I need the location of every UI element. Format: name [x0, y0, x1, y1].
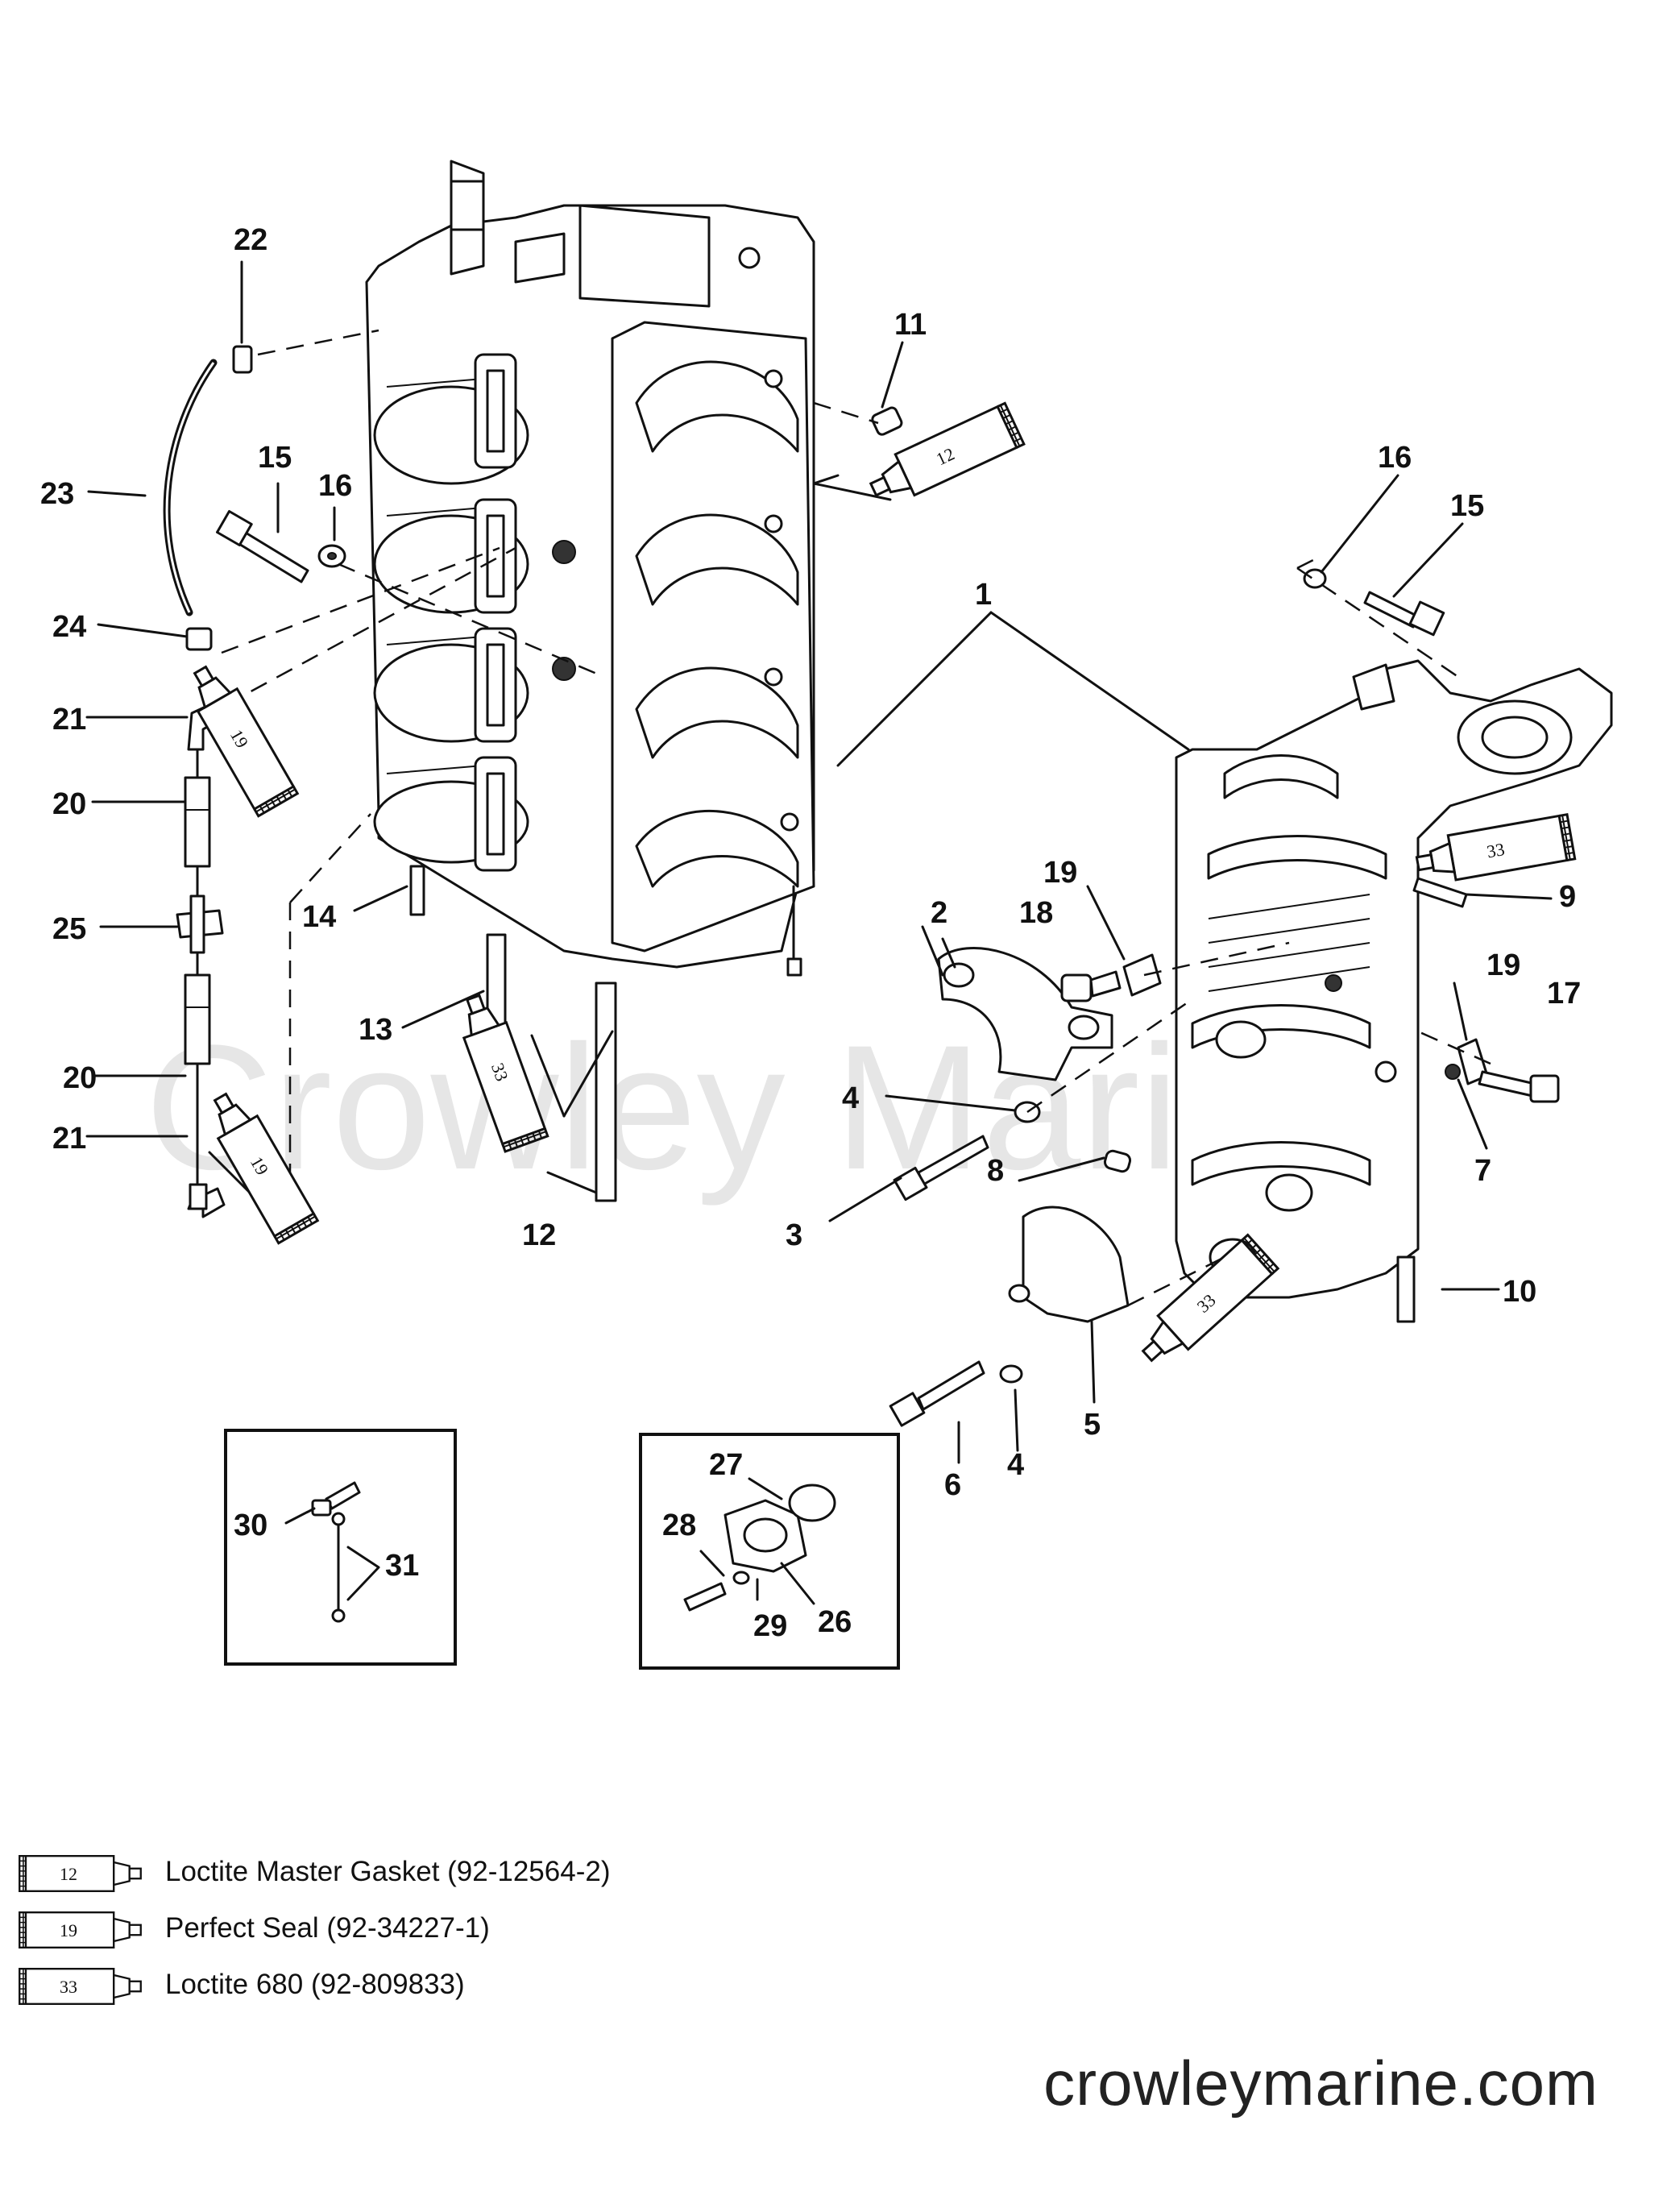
callout: 23: [40, 477, 74, 511]
callout: 26: [818, 1605, 852, 1639]
legend-item: 19 Perfect Seal (92-34227-1): [16, 1906, 741, 1962]
svg-text:33: 33: [60, 1977, 77, 1997]
callout: 4: [1007, 1448, 1024, 1482]
callout: 28: [662, 1509, 696, 1542]
sealant-tube-12: 12: [862, 401, 1026, 512]
legend-label: Loctite 680 (92-809833): [165, 1969, 465, 2000]
leader-lines: [85, 260, 1553, 1464]
legend-label: Loctite Master Gasket (92-12564-2): [165, 1856, 611, 1887]
callout: 1: [975, 578, 992, 612]
callout: 6: [944, 1468, 961, 1502]
hardware-parts: [163, 345, 1560, 1427]
callout: 19: [1486, 948, 1520, 982]
callout: 31: [385, 1549, 419, 1583]
callout: 19: [1043, 856, 1077, 890]
callout: 15: [1450, 489, 1484, 523]
callout: 29: [753, 1609, 787, 1643]
site-url: crowleymarine.com: [1043, 2048, 1598, 2119]
callout: 18: [1019, 896, 1053, 930]
callout: 5: [1084, 1408, 1101, 1442]
watermark: Crowley Marine: [145, 1008, 1376, 1206]
svg-text:12: 12: [60, 1864, 77, 1884]
legend-item: 12 Loctite Master Gasket (92-12564-2): [16, 1849, 741, 1906]
part-callouts: 22 11 23 15 16 16 15 24 1 21 20 25 20 21…: [40, 223, 1581, 1643]
callout: 27: [709, 1448, 743, 1482]
callout: 4: [842, 1081, 859, 1115]
cylinder-block-left: [365, 160, 815, 977]
legend-label: Perfect Seal (92-34227-1): [165, 1912, 490, 1944]
callout: 21: [52, 703, 86, 737]
callout: 20: [52, 787, 86, 821]
callout: 16: [1378, 441, 1412, 475]
callout: 17: [1547, 977, 1581, 1011]
sealant-tube-icon: 33: [19, 1967, 142, 2006]
callout: 20: [63, 1061, 97, 1095]
svg-text:19: 19: [60, 1920, 77, 1940]
callout: 16: [318, 469, 352, 503]
callout: 11: [894, 308, 927, 342]
svg-text:33: 33: [1485, 839, 1506, 861]
callout: 8: [987, 1154, 1004, 1188]
callout: 13: [359, 1013, 392, 1047]
crankcase-right: [1175, 659, 1613, 1299]
callout: 9: [1559, 880, 1576, 914]
callout: 7: [1474, 1154, 1491, 1188]
inset-box-bleed-hose: [224, 1429, 457, 1666]
callout: 12: [522, 1218, 556, 1252]
callout: 21: [52, 1122, 86, 1156]
sealant-legend: 12 Loctite Master Gasket (92-12564-2) 19…: [16, 1849, 741, 2019]
callout: 15: [258, 441, 292, 475]
callout: 30: [234, 1509, 267, 1542]
sealant-tube-icon: 12: [19, 1854, 142, 1893]
callout: 2: [931, 896, 947, 930]
sealant-tube-19: 19: [179, 658, 299, 818]
callout: 25: [52, 912, 86, 946]
legend-item: 33 Loctite 680 (92-809833): [16, 1962, 741, 2019]
callout: 24: [52, 610, 86, 644]
inset-box-cover-plate: [639, 1433, 900, 1670]
sealant-tube-33: 33: [450, 988, 549, 1153]
sealant-tube-33: 33: [1130, 1234, 1279, 1374]
sealant-tube-icon: 19: [19, 1911, 142, 1949]
callout: 14: [302, 900, 336, 934]
callout: 22: [234, 223, 267, 257]
callout: 10: [1503, 1275, 1536, 1309]
callout: 3: [786, 1218, 802, 1252]
sealant-tube-19: 19: [199, 1085, 319, 1245]
sealant-tube-33: 33: [1412, 813, 1577, 887]
